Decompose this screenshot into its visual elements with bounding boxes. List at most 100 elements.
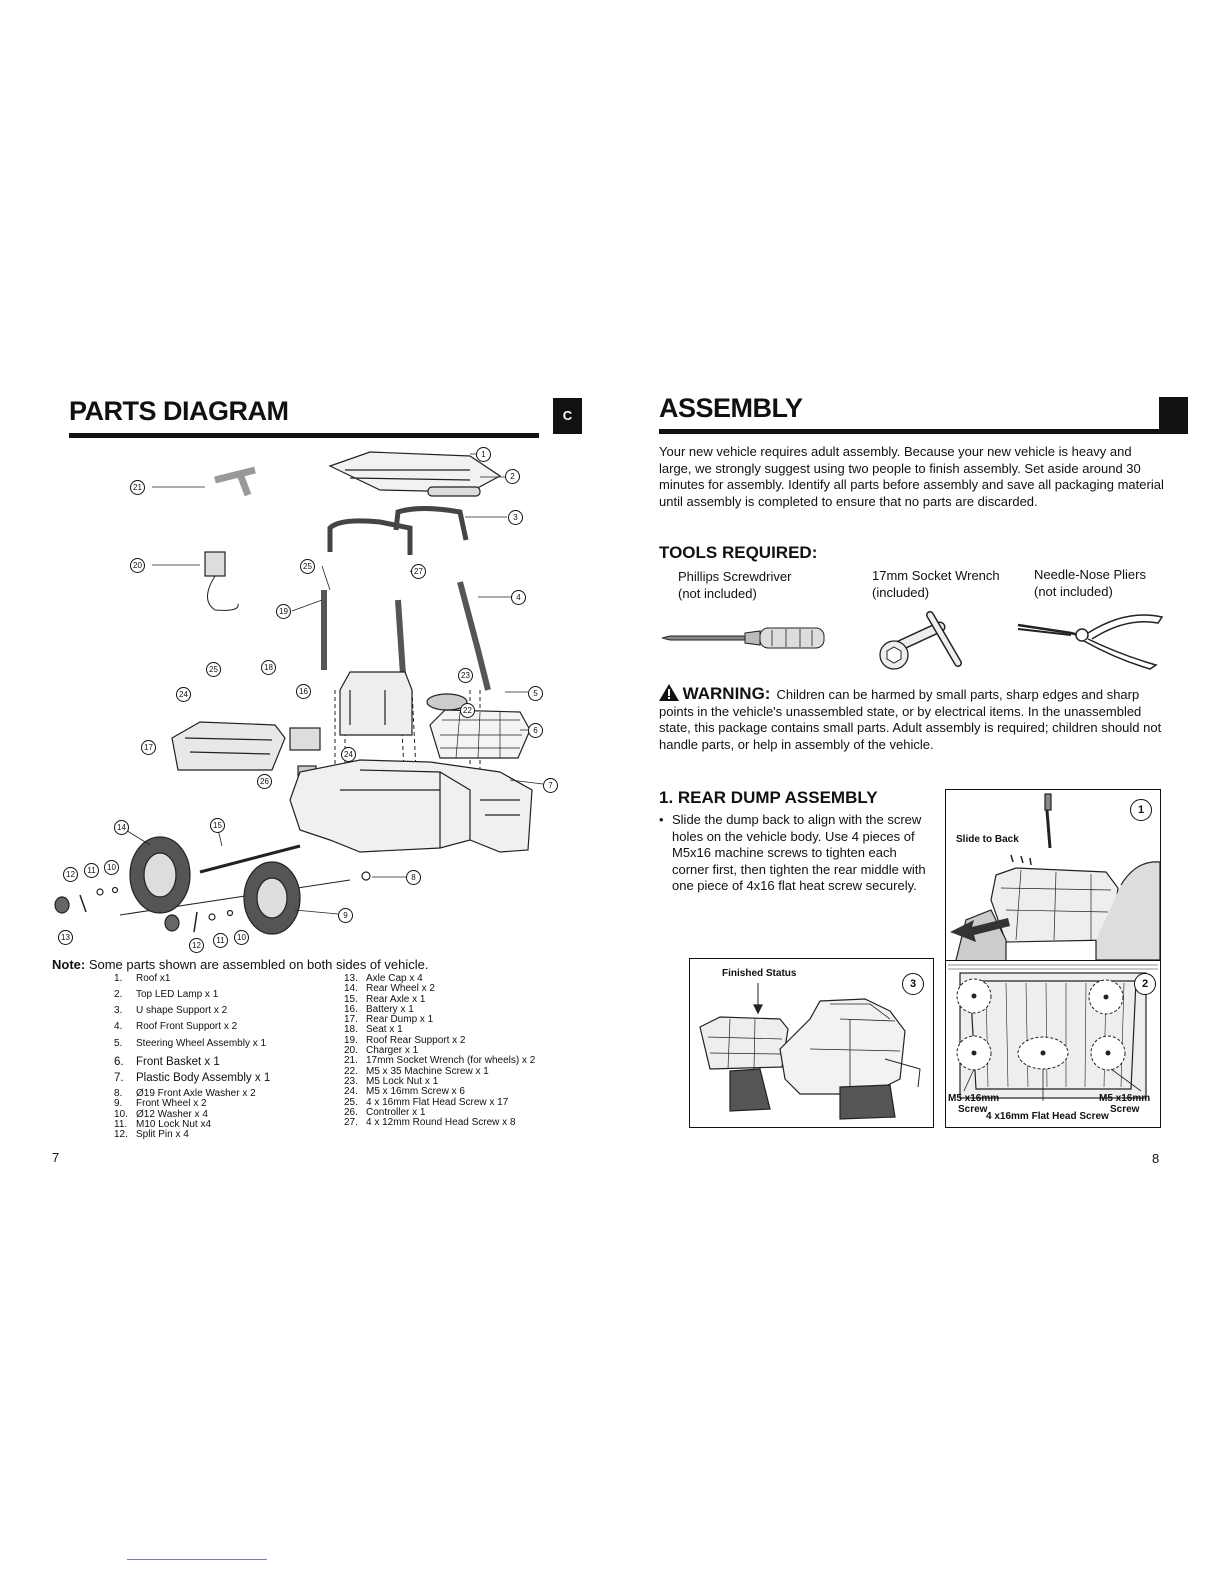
parts-list-item: 25.4 x 16mm Flat Head Screw x 17: [344, 1096, 509, 1108]
note-text: Some parts shown are assembled on both s…: [85, 957, 429, 972]
section-tab: C: [553, 398, 582, 434]
callout-8: 8: [406, 870, 421, 885]
title-rule-right: [659, 429, 1159, 434]
warning-label: WARNING:: [682, 684, 771, 703]
callout-6: 6: [528, 723, 543, 738]
callout-12b: 12: [189, 938, 204, 953]
parts-list-item: 19.Roof Rear Support x 2: [344, 1034, 466, 1046]
parts-list-item: 6.Front Basket x 1: [114, 1056, 220, 1068]
callout-21: 21: [130, 480, 145, 495]
figure-2-label-right: M5 x16mm: [1099, 1093, 1151, 1104]
warning-block: WARNING:Children can be harmed by small …: [659, 684, 1164, 753]
parts-list-item: 11.M10 Lock Nut x4: [114, 1118, 212, 1130]
assembly-title: ASSEMBLY: [659, 393, 803, 423]
parts-list-item: 12.Split Pin x 4: [114, 1129, 189, 1141]
callout-18: 18: [261, 660, 276, 675]
parts-list-item: 9.Front Wheel x 2: [114, 1098, 207, 1110]
footer-line: [127, 1559, 267, 1560]
figure-2-label-left-2: Screw: [958, 1104, 988, 1115]
parts-list-item: 2.Top LED Lamp x 1: [114, 989, 219, 1000]
callout-20: 20: [130, 558, 145, 573]
figure-2-drawing: [948, 964, 1158, 1101]
figure-2-label-right-2: Screw: [1110, 1104, 1140, 1115]
step1-bullet-item: • Slide the dump back to align with the …: [659, 812, 926, 893]
figure-2: 2 M5 x16mm Screw M5 x16mm Screw 4 x16mm …: [945, 960, 1161, 1128]
callout-23: 23: [458, 668, 473, 683]
parts-list-item: 15.Rear Axle x 1: [344, 993, 426, 1005]
parts-list-item: 22.M5 x 35 Machine Screw x 1: [344, 1065, 489, 1077]
parts-list-item: 5.Steering Wheel Assembly x 1: [114, 1038, 267, 1049]
figure-3: Finished Status 3: [689, 958, 934, 1128]
section-tab-right: [1159, 397, 1188, 434]
page-number-left: 7: [52, 1150, 60, 1165]
callout-2: 2: [505, 469, 520, 484]
parts-list-item: 20.Charger x 1: [344, 1045, 419, 1057]
callout-24b: 24: [341, 747, 356, 762]
callout-19: 19: [276, 604, 291, 619]
callout-5: 5: [528, 686, 543, 701]
callout-11b: 11: [213, 933, 228, 948]
callout-22: 22: [460, 703, 475, 718]
callout-12a: 12: [63, 867, 78, 882]
socket-wrench-icon: [879, 611, 962, 670]
callout-25b: 25: [300, 559, 315, 574]
screwdriver-icon: [661, 627, 825, 649]
callout-14: 14: [114, 820, 129, 835]
callout-24a: 24: [176, 687, 191, 702]
note-label: Note:: [52, 957, 86, 972]
callout-11a: 11: [84, 863, 99, 878]
parts-list-item: 14.Rear Wheel x 2: [344, 983, 435, 995]
callout-25a: 25: [206, 662, 221, 677]
callout-4: 4: [511, 590, 526, 605]
callout-16: 16: [296, 684, 311, 699]
parts-exploded-diagram: [54, 451, 544, 935]
page-number-right: 8: [1152, 1151, 1160, 1166]
callout-27: 27: [411, 564, 426, 579]
callout-10a: 10: [104, 860, 119, 875]
callout-17: 17: [141, 740, 156, 755]
parts-list-item: 26.Controller x 1: [344, 1106, 426, 1118]
parts-list-item: 8.Ø19 Front Axle Washer x 2: [114, 1088, 256, 1099]
callout-3: 3: [508, 510, 523, 525]
figure-2-label-left: M5 x16mm: [948, 1093, 1000, 1104]
tool-screwdriver: Phillips Screwdriver(not included): [678, 569, 792, 601]
parts-list-item: 27.4 x 12mm Round Head Screw x 8: [344, 1117, 516, 1129]
step1-instructions: • Slide the dump back to align with the …: [659, 812, 929, 895]
callout-1: 1: [476, 447, 491, 462]
parts-list-item: 4.Roof Front Support x 2: [114, 1021, 238, 1032]
parts-list-item: 3.U shape Support x 2: [114, 1005, 228, 1016]
parts-list-item: 18.Seat x 1: [344, 1024, 403, 1036]
parts-list-item: 7.Plastic Body Assembly x 1: [114, 1072, 271, 1084]
callout-10b: 10: [234, 930, 249, 945]
pliers-icon: [1017, 614, 1164, 670]
parts-list-col1: 1.Roof x1 2.Top LED Lamp x 1 3.U shape S…: [114, 973, 271, 1141]
parts-list-item: 13.Axle Cap x 4: [344, 973, 423, 984]
figure-1-drawing: [950, 793, 1160, 960]
figure-3-number: 3: [902, 973, 924, 995]
callout-7: 7: [543, 778, 558, 793]
figure-1: 1 Slide to Back: [945, 789, 1161, 961]
tools-heading: TOOLS REQUIRED:: [659, 543, 818, 562]
parts-list-item: 17.Rear Dump x 1: [344, 1014, 434, 1026]
parts-list-col2: 13.Axle Cap x 4 14.Rear Wheel x 2 15.Rea…: [344, 973, 535, 1129]
parts-list-item: 16.Battery x 1: [344, 1003, 414, 1015]
parts-list-item: 10.Ø12 Washer x 4: [114, 1108, 208, 1120]
callout-13: 13: [58, 930, 73, 945]
tool-socket-wrench: 17mm Socket Wrench(included): [872, 568, 1000, 600]
figure-3-label: Finished Status: [722, 968, 797, 979]
assembly-intro: Your new vehicle requires adult assembly…: [659, 444, 1164, 509]
parts-list-item: 1.Roof x1: [114, 973, 171, 984]
parts-list-item: 24.M5 x 16mm Screw x 6: [344, 1086, 465, 1098]
step1-heading: 1. REAR DUMP ASSEMBLY: [659, 788, 878, 807]
parts-list-item: 23.M5 Lock Nut x 1: [344, 1075, 439, 1087]
callout-9: 9: [338, 908, 353, 923]
parts-note: Note: Some parts shown are assembled on …: [52, 957, 428, 972]
warning-text: Children can be harmed by small parts, s…: [659, 687, 1162, 752]
figure-1-label: Slide to Back: [956, 834, 1019, 845]
callout-26: 26: [257, 774, 272, 789]
parts-diagram-title: PARTS DIAGRAM: [69, 396, 289, 426]
callout-15: 15: [210, 818, 225, 833]
figure-1-number: 1: [1130, 799, 1152, 821]
bullet-icon: •: [659, 812, 664, 827]
figure-2-number: 2: [1134, 973, 1156, 995]
